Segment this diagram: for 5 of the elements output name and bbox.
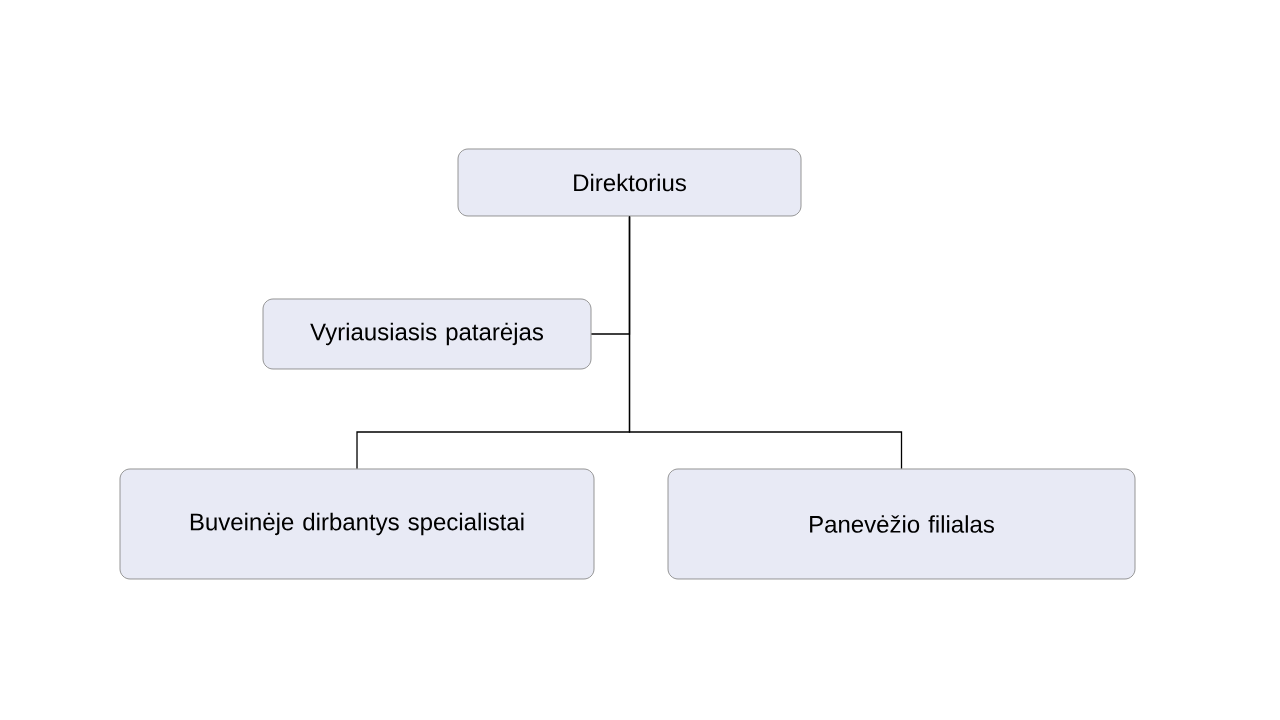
org-box: Buveinėje dirbantys specialistai [119, 468, 595, 580]
org-box: Panevėžio filialas [667, 468, 1136, 580]
org-box: Vyriausiasis patarėjas [262, 298, 592, 370]
connector-line [628, 215, 903, 470]
org-box: Direktorius [457, 148, 802, 217]
